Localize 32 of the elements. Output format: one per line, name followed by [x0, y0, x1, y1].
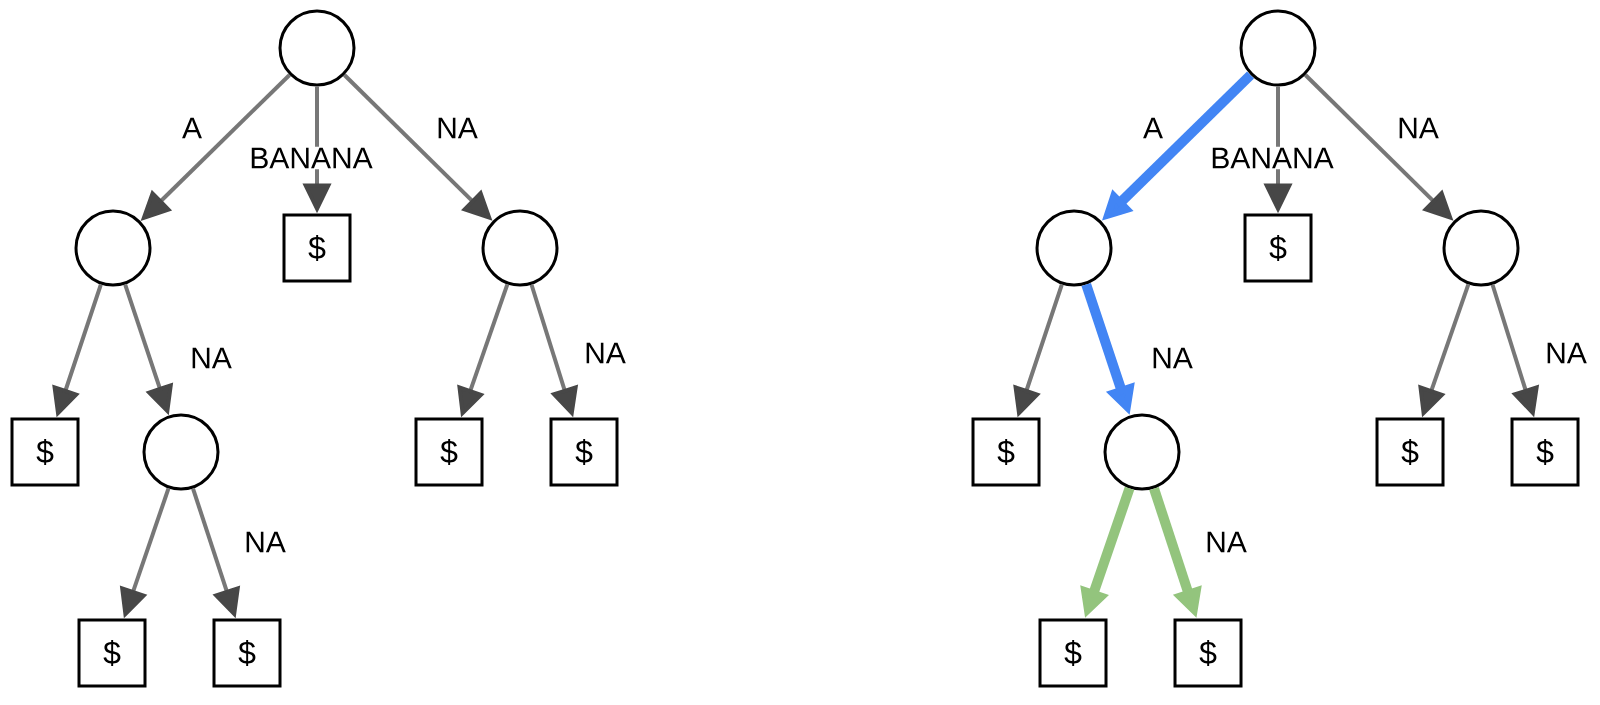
edge-label: NA: [1204, 530, 1248, 554]
circle-node: [481, 209, 559, 287]
edge-label: NA: [435, 116, 479, 140]
leaf-box: $: [1173, 618, 1243, 688]
circle-node: [1442, 209, 1520, 287]
edge-label: A: [1142, 116, 1164, 140]
circle-node: [74, 209, 152, 287]
edge-label: NA: [583, 341, 627, 365]
circle-node: [142, 413, 220, 491]
edge-label: NA: [1150, 346, 1194, 370]
leaf-box: $: [1243, 213, 1313, 283]
leaf-box: $: [1510, 417, 1580, 487]
circle-node: [1103, 413, 1181, 491]
edge-label: NA: [1544, 341, 1588, 365]
edge-label: BANANA: [248, 146, 374, 170]
leaf-box: $: [10, 417, 80, 487]
leaf-box: $: [282, 213, 352, 283]
leaf-box: $: [549, 417, 619, 487]
circle-node: [1239, 9, 1317, 87]
circle-node: [278, 9, 356, 87]
leaf-box: $: [414, 417, 484, 487]
leaf-box: $: [212, 618, 282, 688]
edge-label: A: [181, 116, 203, 140]
edge-label: NA: [243, 530, 287, 554]
edge-label: NA: [1396, 116, 1440, 140]
circle-node: [1035, 209, 1113, 287]
leaf-box: $: [971, 417, 1041, 487]
leaf-box: $: [1375, 417, 1445, 487]
leaf-box: $: [77, 618, 147, 688]
edge-label: BANANA: [1209, 146, 1335, 170]
edge-label: NA: [189, 346, 233, 370]
leaf-box: $: [1038, 618, 1108, 688]
